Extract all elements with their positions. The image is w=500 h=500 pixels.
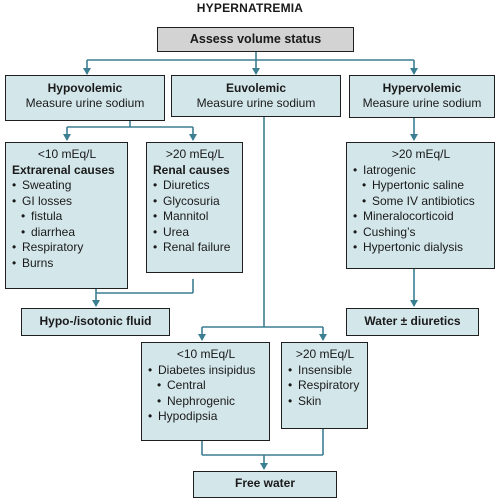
list-item: •Hypodipsia xyxy=(148,409,218,423)
extrarenal-threshold: <10 mEq/L xyxy=(37,147,97,161)
hypervolemic-sub: Measure urine sodium xyxy=(362,96,482,110)
list-item: •Insensible xyxy=(288,362,353,377)
list-item: •Mineralocorticoid xyxy=(353,209,454,223)
list-item: •GI losses xyxy=(12,193,73,208)
list-item: •Renal failure xyxy=(153,240,231,254)
list-item: •Cushing’s xyxy=(353,224,416,239)
eu-low-box: <10 mEq/L •Diabetes insipidus •Central •… xyxy=(141,342,270,441)
eu-high-threshold: >20 mEq/L xyxy=(295,347,355,361)
list-item: •Some IV antibiotics xyxy=(362,193,475,208)
euvolemic-box: Euvolemic Measure urine sodium xyxy=(171,75,341,117)
water-diuretics-box: Water ± diuretics xyxy=(346,308,479,336)
list-item: •Glycosuria xyxy=(153,193,220,208)
hyper-causes-threshold: >20 mEq/L xyxy=(391,147,451,161)
assess-volume-box: Assess volume status xyxy=(157,27,354,52)
list-item: •Urea xyxy=(153,224,190,239)
extrarenal-box: <10 mEq/L Extrarenal causes •Sweating •G… xyxy=(5,142,128,289)
list-item: •Mannitol xyxy=(153,209,209,223)
page-title: HYPERNATREMIA xyxy=(196,1,304,15)
extrarenal-heading: Extrarenal causes xyxy=(12,162,115,177)
euvolemic-sub: Measure urine sodium xyxy=(196,96,316,110)
renal-heading: Renal causes xyxy=(153,162,230,177)
renal-box: >20 mEq/L Renal causes •Diuretics •Glyco… xyxy=(146,142,243,273)
free-water-box: Free water xyxy=(193,471,337,498)
list-item: •Diabetes insipidus xyxy=(148,362,256,377)
hypo-iso-fluid-box: Hypo-/isotonic fluid xyxy=(21,308,170,336)
renal-threshold: >20 mEq/L xyxy=(165,147,225,161)
list-item: •Central xyxy=(157,378,206,392)
list-item: •Hypertonic dialysis xyxy=(353,240,464,254)
free-water-label: Free water xyxy=(234,476,296,490)
eu-high-box: >20 mEq/L •Insensible •Respiratory •Skin xyxy=(281,342,368,429)
hypervolemic-heading: Hypervolemic xyxy=(382,81,462,95)
hyper-causes-box: >20 mEq/L •Iatrogenic •Hypertonic saline… xyxy=(346,142,495,269)
hypovolemic-heading: Hypovolemic xyxy=(47,81,123,95)
list-item: •Nephrogenic xyxy=(157,393,236,408)
hypervolemic-box: Hypervolemic Measure urine sodium xyxy=(349,75,495,118)
hypo-iso-fluid-label: Hypo-/isotonic fluid xyxy=(39,314,152,328)
eu-low-threshold: <10 mEq/L xyxy=(176,347,236,361)
list-item: •Hypertonic saline xyxy=(362,178,465,192)
assess-volume-label: Assess volume status xyxy=(189,32,322,46)
list-item: •Burns xyxy=(12,255,54,270)
list-item: •Respiratory xyxy=(288,378,360,392)
list-item: •diarrhea xyxy=(21,224,76,239)
list-item: •Iatrogenic xyxy=(353,162,416,177)
hypovolemic-sub: Measure urine sodium xyxy=(25,96,145,110)
list-item: •Sweating xyxy=(12,178,72,192)
hypovolemic-box: Hypovolemic Measure urine sodium xyxy=(5,75,165,121)
list-item: •fistula xyxy=(21,209,63,223)
list-item: •Diuretics xyxy=(153,178,210,192)
list-item: •Skin xyxy=(288,393,322,408)
euvolemic-heading: Euvolemic xyxy=(225,81,287,95)
water-diuretics-label: Water ± diuretics xyxy=(364,314,461,328)
list-item: •Respiratory xyxy=(12,240,84,254)
